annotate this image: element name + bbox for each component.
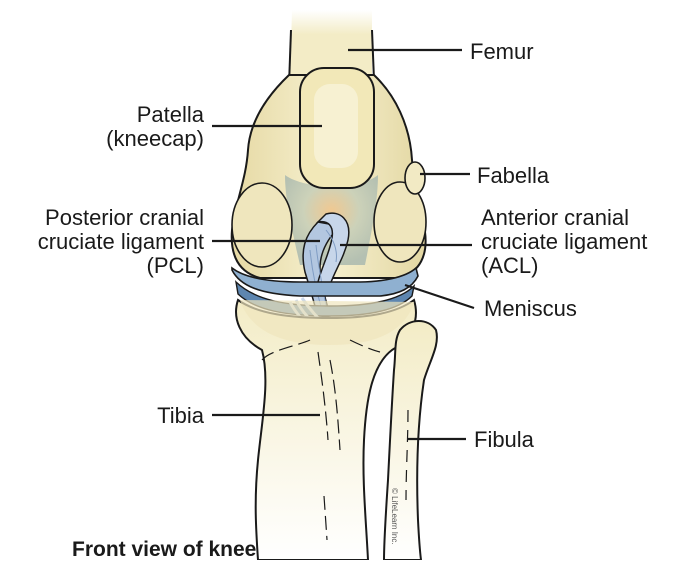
label-pcl-line1: Posterior cranial <box>38 206 204 230</box>
label-pcl-line3: (PCL) <box>38 254 204 278</box>
figure-caption: Front view of knee <box>72 538 256 562</box>
label-acl-line2: cruciate ligament <box>481 230 647 254</box>
medial-condyle <box>232 183 292 267</box>
label-acl-line3: (ACL) <box>481 254 647 278</box>
label-acl-line1: Anterior cranial <box>481 206 647 230</box>
label-pcl-line2: cruciate ligament <box>38 230 204 254</box>
label-tibia: Tibia <box>157 404 204 428</box>
label-acl: Anterior cranial cruciate ligament (ACL) <box>481 206 647 278</box>
credit-text: © LifeLearn Inc. <box>390 488 399 545</box>
label-femur: Femur <box>470 40 534 64</box>
label-patella-line2: (kneecap) <box>106 127 204 151</box>
label-pcl: Posterior cranial cruciate ligament (PCL… <box>38 206 204 278</box>
label-fabella: Fabella <box>477 164 549 188</box>
fabella-bone <box>405 162 425 194</box>
femur-outline-right <box>372 30 374 80</box>
label-patella: Patella (kneecap) <box>106 103 204 151</box>
label-meniscus: Meniscus <box>484 297 577 321</box>
label-fibula: Fibula <box>474 428 534 452</box>
label-patella-line1: Patella <box>106 103 204 127</box>
